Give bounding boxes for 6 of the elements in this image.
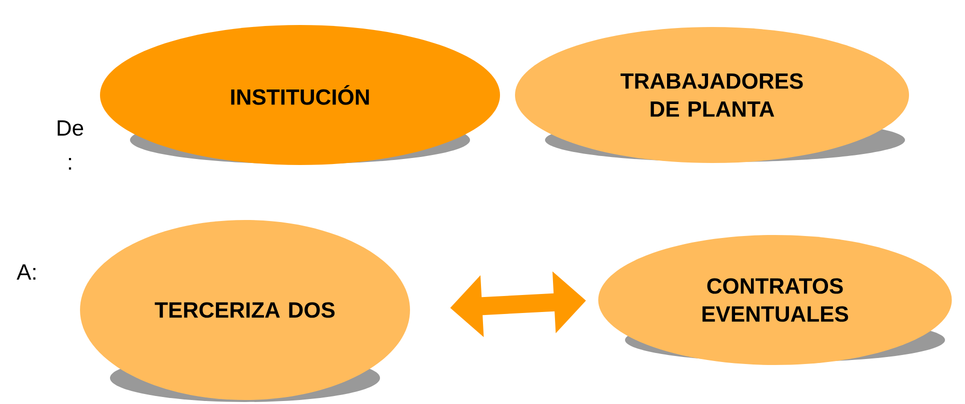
side-label: A:: [16, 264, 36, 280]
ellipse-node: INSTITUCIÓN: [100, 25, 500, 165]
ellipse-node: CONTRATOS EVENTUALES: [598, 235, 952, 365]
side-label: De :: [58, 120, 84, 170]
ellipse-node: TRABAJADORES DE PLANTA: [515, 27, 910, 163]
ellipse-node: TERCERIZA DOS: [80, 220, 410, 400]
